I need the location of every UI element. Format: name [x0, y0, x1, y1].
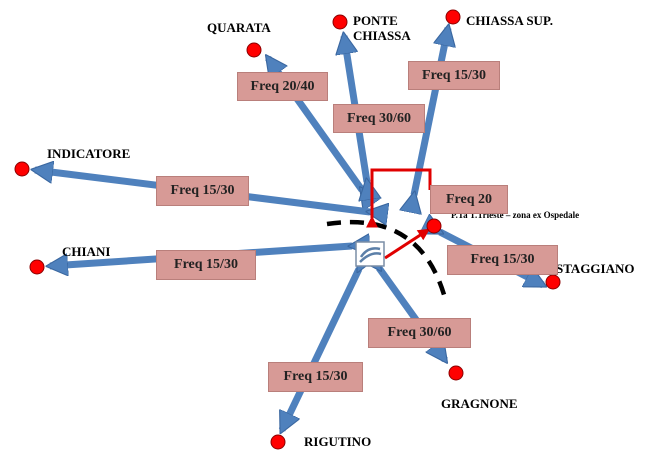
stop-dot-indicatore — [14, 161, 30, 177]
freq-box-chiassa-sup: Freq 15/30 — [408, 61, 500, 90]
label-quarata: QUARATA — [207, 20, 271, 35]
label-chiani: CHIANI — [62, 244, 111, 259]
label-ospedale: P.Ta T.Trieste – zona ex Ospedale — [451, 210, 580, 220]
label-rigutino: RIGUTINO — [304, 434, 372, 449]
route-arrow-rigutino — [278, 269, 359, 430]
stop-dot-rigutino — [270, 434, 286, 450]
freq-box-indicatore: Freq 15/30 — [156, 176, 249, 206]
label-gragnone: GRAGNONE — [441, 396, 518, 411]
label-ponte-chiassa: PONTE CHIASSA — [353, 13, 411, 43]
freq-box-quarata: Freq 20/40 — [237, 72, 328, 101]
dashed-boundary-arc — [326, 219, 448, 299]
route-arrow-chiassa-sup — [414, 28, 448, 195]
label-indicatore: INDICATORE — [47, 146, 131, 161]
freq-box-staggiano: Freq 15/30 — [447, 245, 558, 275]
freq-box-chiani: Freq 15/30 — [156, 250, 256, 280]
red-route-arrow-ospedale — [384, 228, 431, 260]
stop-dot-gragnone — [448, 365, 464, 381]
freq-box-ponte-chiassa: Freq 30/60 — [333, 104, 425, 133]
label-chiassa-sup: CHIASSA SUP. — [466, 13, 553, 28]
railway-station-logo-icon — [355, 241, 385, 267]
stop-dot-quarata — [246, 42, 262, 58]
freq-box-ospedale: Freq 20 — [430, 185, 508, 214]
stop-dot-ospedale — [426, 218, 442, 234]
red-loop-route — [366, 168, 432, 228]
stop-dot-staggiano — [545, 274, 561, 290]
stop-dot-ponte-chiassa — [332, 14, 348, 30]
freq-box-gragnone: Freq 30/60 — [368, 318, 471, 348]
stop-dot-chiani — [29, 259, 45, 275]
stop-dot-chiassa-sup — [445, 9, 461, 25]
freq-box-rigutino: Freq 15/30 — [268, 362, 363, 392]
label-staggiano: STAGGIANO — [556, 261, 635, 276]
